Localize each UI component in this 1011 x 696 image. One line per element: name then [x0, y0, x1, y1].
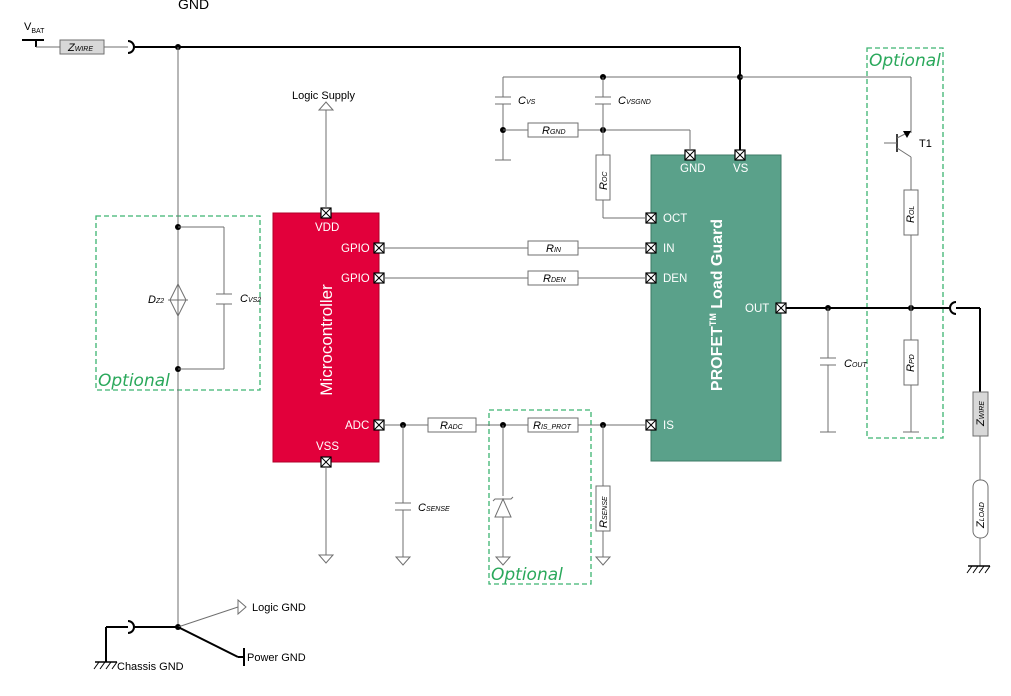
chassis-gnd-label: Chassis GND	[117, 661, 184, 673]
radc-resistor: RADC	[427, 417, 477, 433]
svg-text:GND: GND	[680, 163, 706, 175]
svg-text:IN: IN	[663, 243, 675, 255]
cvs2-capacitor: CVS2	[216, 293, 261, 305]
optional-box-openload	[866, 47, 944, 439]
microcontroller-title: Microcontroller	[317, 284, 336, 396]
t1-transistor: T1	[884, 130, 932, 158]
ground-icon	[594, 556, 612, 566]
microcontroller-block	[272, 212, 380, 463]
roc-resistor: ROC	[595, 154, 611, 201]
cvs-capacitor: CVS	[495, 95, 536, 107]
power-gnd-label: Power GND	[247, 652, 306, 664]
pin-lg-oct: OCT	[645, 212, 687, 225]
svg-text:COUT: COUT	[844, 358, 867, 370]
rden-resistor: RDEN	[527, 270, 579, 286]
zwire-supply-resistor: ZWIRE	[59, 39, 105, 55]
logic-gnd-label: Logic GND	[252, 602, 306, 614]
svg-text:ZWIRE: ZWIRE	[67, 42, 93, 54]
load-guard-block	[650, 154, 782, 462]
svg-text:ZWIRE: ZWIRE	[975, 401, 987, 427]
svg-text:GPIO: GPIO	[341, 273, 370, 285]
connector-icon	[949, 301, 957, 315]
svg-text:GPIO: GPIO	[341, 243, 370, 255]
cout-capacitor: COUT	[820, 357, 867, 370]
svg-text:CVS: CVS	[518, 95, 536, 107]
svg-text:OCT: OCT	[663, 213, 687, 225]
pin-vdd: VDD	[315, 207, 339, 234]
svg-text:RSENSE: RSENSE	[598, 496, 610, 528]
svg-text:CSENSE: CSENSE	[418, 502, 450, 514]
connector-icon	[127, 620, 135, 634]
svg-text:ZLOAD: ZLOAD	[975, 502, 987, 529]
ground-icon	[494, 556, 512, 566]
optional-label-zener: Optional	[98, 371, 170, 391]
pin-lg-out: OUT	[745, 302, 787, 315]
rin-resistor: RIN	[527, 240, 579, 256]
chassis-ground-icon	[93, 661, 118, 670]
svg-text:T1: T1	[919, 138, 932, 150]
svg-text:IS: IS	[663, 420, 674, 432]
svg-text:RIN: RIN	[546, 243, 562, 255]
zener-diode-isprot	[492, 496, 514, 518]
chassis-ground-load-icon	[966, 565, 991, 574]
svg-text:VS: VS	[733, 163, 749, 175]
svg-text:RPD: RPD	[905, 354, 917, 372]
risprot-resistor: RIS_PROT	[527, 417, 579, 433]
svg-text:ADC: ADC	[345, 420, 369, 432]
rpd-resistor: RPD	[903, 339, 919, 386]
svg-text:RADC: RADC	[440, 420, 464, 432]
rsense-resistor: RSENSE	[595, 485, 611, 532]
optional-label-openload: Optional	[869, 51, 941, 71]
logic-gnd-arrow-icon	[237, 598, 247, 616]
connector-icon	[127, 40, 135, 54]
svg-text:VSS: VSS	[316, 441, 339, 453]
pin-vss: VSS	[316, 441, 339, 468]
vbat-terminal: VBAT	[22, 21, 45, 47]
svg-text:DZ2: DZ2	[148, 294, 164, 306]
ground-icon	[394, 556, 412, 566]
svg-text:RIS_PROT: RIS_PROT	[533, 420, 572, 432]
svg-text:DEN: DEN	[663, 273, 687, 285]
pin-lg-gnd: GND	[680, 149, 706, 175]
load-guard-title: PROFETTM Load Guard	[708, 219, 726, 391]
pin-lg-den: DEN	[645, 272, 687, 285]
pin-lg-vs: VS	[733, 149, 749, 175]
optional-label-isprot: Optional	[491, 565, 563, 585]
top-gnd-label: GND	[178, 0, 209, 12]
pin-gpio-den: GPIO	[341, 272, 385, 285]
svg-text:CVS2: CVS2	[240, 293, 261, 305]
svg-text:OUT: OUT	[745, 303, 769, 315]
pin-adc: ADC	[345, 419, 385, 432]
rgnd-resistor: RGND	[527, 122, 579, 138]
zload-impedance: ZLOAD	[972, 479, 989, 539]
pin-gpio-in: GPIO	[341, 242, 385, 255]
svg-text:VDD: VDD	[315, 222, 339, 234]
zwire-load-resistor: ZWIRE	[972, 391, 989, 437]
logic-supply-label: Logic Supply	[292, 90, 355, 102]
ground-icon	[317, 554, 335, 564]
svg-text:ROC: ROC	[598, 171, 610, 190]
svg-text:RDEN: RDEN	[543, 273, 567, 285]
logic-supply-arrow-icon	[317, 101, 335, 111]
svg-text:ROL: ROL	[905, 206, 917, 223]
svg-text:VBAT: VBAT	[24, 21, 45, 35]
rol-resistor: ROL	[903, 189, 919, 236]
optional-box-isprot	[488, 409, 592, 585]
dz2-tvs-diode: DZ2	[148, 282, 188, 318]
svg-text:CVSGND: CVSGND	[618, 95, 651, 107]
svg-text:RGND: RGND	[542, 125, 566, 137]
